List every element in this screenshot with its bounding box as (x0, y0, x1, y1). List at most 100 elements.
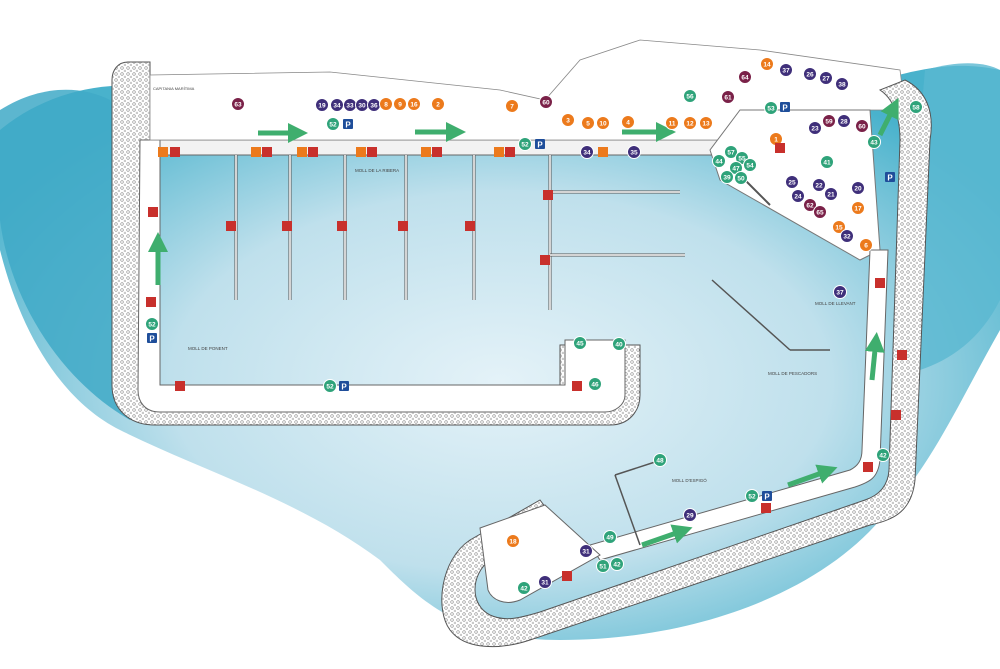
poi-marker-43[interactable]: 43 (867, 135, 881, 149)
poi-marker-22[interactable]: 22 (812, 178, 826, 192)
poi-marker-14[interactable]: 14 (760, 57, 774, 71)
svg-text:P: P (149, 335, 155, 344)
poi-marker-10[interactable]: 10 (596, 116, 610, 130)
poi-marker-34[interactable]: 34 (580, 145, 594, 159)
poi-marker-29[interactable]: 29 (683, 508, 697, 522)
poi-marker-30[interactable]: 30 (355, 98, 369, 112)
poi-marker-circle (431, 97, 445, 111)
poi-marker-42[interactable]: 42 (610, 557, 624, 571)
fire-hydrant-icon (308, 147, 318, 157)
poi-marker-number: 62 (806, 202, 814, 209)
poi-marker-number: 19 (318, 102, 326, 109)
poi-marker-circle (596, 559, 610, 573)
poi-marker-3[interactable]: 3 (561, 113, 575, 127)
poi-marker-64[interactable]: 64 (738, 70, 752, 84)
poi-marker-circle (876, 448, 890, 462)
poi-marker-number: 51 (599, 563, 607, 570)
poi-marker-19[interactable]: 19 (315, 98, 329, 112)
poi-marker-65[interactable]: 65 (813, 205, 827, 219)
poi-marker-circle (326, 117, 340, 131)
poi-marker-42[interactable]: 42 (876, 448, 890, 462)
poi-marker-63[interactable]: 63 (231, 97, 245, 111)
poi-marker-32[interactable]: 32 (840, 229, 854, 243)
poi-marker-56[interactable]: 56 (683, 89, 697, 103)
poi-marker-48[interactable]: 48 (653, 453, 667, 467)
poi-marker-58[interactable]: 58 (909, 100, 923, 114)
poi-marker-5[interactable]: 5 (581, 116, 595, 130)
poi-marker-13[interactable]: 13 (699, 116, 713, 130)
poi-marker-57[interactable]: 57 (724, 145, 738, 159)
poi-marker-21[interactable]: 21 (824, 187, 838, 201)
poi-marker-number: 39 (723, 174, 731, 181)
poi-marker-11[interactable]: 11 (665, 116, 679, 130)
poi-marker-16[interactable]: 16 (407, 97, 421, 111)
poi-marker-28[interactable]: 28 (837, 114, 851, 128)
poi-marker-54[interactable]: 54 (743, 158, 757, 172)
poi-marker-circle (803, 67, 817, 81)
poi-marker-18[interactable]: 18 (506, 534, 520, 548)
water-electric-icon (297, 147, 307, 157)
poi-marker-37[interactable]: 37 (833, 285, 847, 299)
poi-marker-25[interactable]: 25 (785, 175, 799, 189)
poi-marker-number: 48 (656, 457, 664, 464)
poi-marker-circle (743, 158, 757, 172)
poi-marker-31[interactable]: 31 (538, 575, 552, 589)
poi-marker-51[interactable]: 51 (596, 559, 610, 573)
poi-marker-40[interactable]: 40 (612, 337, 626, 351)
poi-marker-23[interactable]: 23 (808, 121, 822, 135)
poi-marker-38[interactable]: 38 (835, 77, 849, 91)
poi-marker-2[interactable]: 2 (431, 97, 445, 111)
poi-marker-52[interactable]: 52 (518, 137, 532, 151)
poi-marker-44[interactable]: 44 (712, 154, 726, 168)
poi-marker-20[interactable]: 20 (851, 181, 865, 195)
poi-marker-7[interactable]: 7 (505, 99, 519, 113)
poi-marker-36[interactable]: 36 (367, 98, 381, 112)
poi-marker-circle (407, 97, 421, 111)
poi-marker-59[interactable]: 59 (822, 114, 836, 128)
fire-hydrant-icon (897, 350, 907, 360)
poi-marker-31[interactable]: 31 (579, 544, 593, 558)
poi-marker-41[interactable]: 41 (820, 155, 834, 169)
fire-hydrant-icon (226, 221, 236, 231)
poi-marker-61[interactable]: 61 (721, 90, 735, 104)
poi-marker-42[interactable]: 42 (517, 581, 531, 595)
poi-marker-6[interactable]: 6 (859, 238, 873, 252)
poi-marker-17[interactable]: 17 (851, 201, 865, 215)
poi-marker-number: 31 (541, 579, 549, 586)
poi-marker-number: 55 (738, 155, 746, 162)
poi-marker-60[interactable]: 60 (539, 95, 553, 109)
poi-marker-circle (579, 544, 593, 558)
poi-marker-52[interactable]: 52 (745, 489, 759, 503)
poi-marker-15[interactable]: 15 (832, 220, 846, 234)
traffic-arrows (148, 97, 899, 548)
poi-marker-53[interactable]: 53 (764, 101, 778, 115)
poi-marker-35[interactable]: 35 (627, 145, 641, 159)
poi-marker-45[interactable]: 45 (573, 336, 587, 350)
poi-marker-49[interactable]: 49 (603, 530, 617, 544)
poi-marker-24[interactable]: 24 (791, 189, 805, 203)
fire-hydrant-icon (543, 190, 553, 200)
poi-marker-52[interactable]: 52 (326, 117, 340, 131)
poi-marker-52[interactable]: 52 (323, 379, 337, 393)
poi-marker-37[interactable]: 37 (779, 63, 793, 77)
poi-marker-circle (859, 238, 873, 252)
poi-marker-circle (779, 63, 793, 77)
poi-marker-33[interactable]: 33 (343, 98, 357, 112)
poi-marker-60[interactable]: 60 (855, 119, 869, 133)
poi-marker-39[interactable]: 39 (720, 170, 734, 184)
poi-marker-34[interactable]: 34 (330, 98, 344, 112)
poi-marker-9[interactable]: 9 (393, 97, 407, 111)
poi-marker-12[interactable]: 12 (683, 116, 697, 130)
poi-marker-52[interactable]: 52 (145, 317, 159, 331)
label-ribera: MOLL DE LA RIBERA (355, 168, 399, 173)
fire-hydrant-icon (875, 278, 885, 288)
poi-marker-62[interactable]: 62 (803, 198, 817, 212)
poi-marker-8[interactable]: 8 (379, 97, 393, 111)
poi-marker-27[interactable]: 27 (819, 71, 833, 85)
poi-marker-number: 12 (686, 120, 694, 127)
poi-marker-26[interactable]: 26 (803, 67, 817, 81)
poi-marker-46[interactable]: 46 (588, 377, 602, 391)
poi-marker-4[interactable]: 4 (621, 115, 635, 129)
poi-marker-50[interactable]: 50 (734, 171, 748, 185)
breakwater-east (441, 79, 932, 648)
